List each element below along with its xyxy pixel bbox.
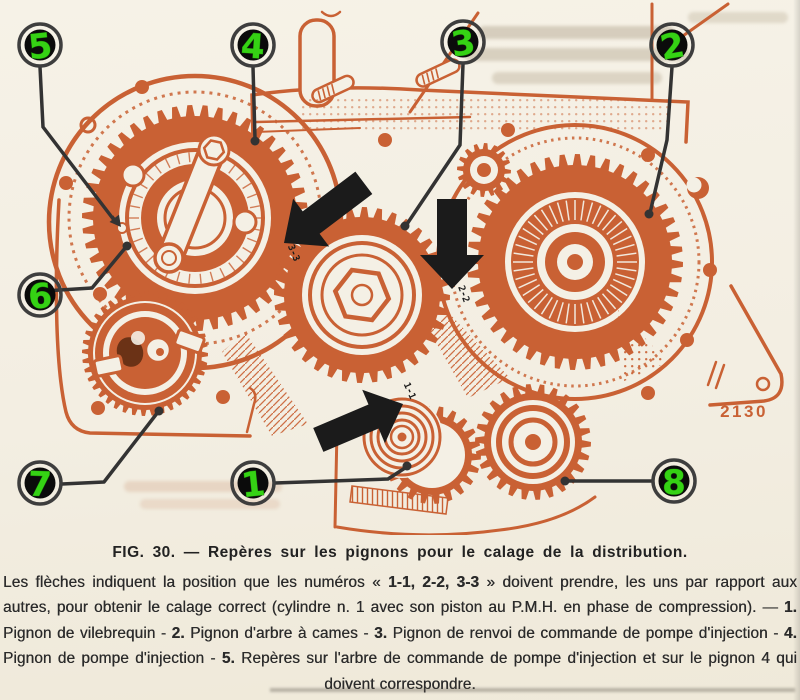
callout-5-marker: 5 [17, 22, 63, 68]
injection-pump-gear [82, 105, 308, 331]
callout-number: 8 [662, 463, 686, 503]
callout-number: 7 [27, 465, 52, 506]
bolt-hole-dot [641, 386, 655, 400]
clamp-tab [92, 354, 125, 378]
timing-mark-label: 2-2 [455, 284, 471, 304]
callout-3-marker: 3 [440, 19, 486, 66]
bolt-hole-dot [641, 148, 655, 162]
fuel-pump-drive-gear [82, 290, 208, 416]
caption-segment: 1. [783, 599, 797, 617]
callout-number: 4 [240, 26, 266, 68]
callout-leader [38, 65, 116, 222]
callout-markers: 1 2 3 4 5 6 7 8 [17, 19, 697, 506]
caption-segment: Pignon de renvoi de commande de pompe d'… [387, 624, 784, 642]
caption-segment: Pignon de vilebrequin - [3, 624, 172, 642]
figure-caption-description: Les flèches indiquent la position que le… [3, 570, 797, 697]
page-bleed-through [124, 481, 282, 492]
callout-leader [251, 65, 257, 141]
caption-segment: Repères sur l'arbre de commande de pompe… [234, 650, 797, 693]
callout-number: 3 [449, 22, 478, 65]
auxiliary-gear [475, 384, 591, 500]
bolt-hole-dot [91, 401, 105, 415]
camshaft-gear [467, 154, 683, 370]
bolt-hole-dot [59, 176, 73, 190]
small-idler-boss [457, 143, 511, 197]
timing-arrow-3-icon [284, 171, 373, 247]
engraving-texture [222, 98, 670, 515]
timing-gear-train [82, 105, 683, 504]
caption-segment: Les flèches indiquent la position que le… [3, 574, 389, 591]
caption-segment: » doivent prendre, les uns par rapport a… [3, 574, 797, 617]
idler-gear [274, 207, 450, 383]
callout-7-marker: 7 [17, 460, 63, 506]
callout-number: 6 [27, 276, 54, 318]
caption-segment: 3. [374, 624, 388, 642]
callout-4-marker: 4 [230, 22, 276, 68]
timing-arrow-1-icon [313, 389, 403, 452]
callout-leader [405, 62, 465, 226]
timing-arrow-2-icon [420, 199, 484, 289]
caption-segment: 2. [171, 624, 185, 642]
bolt-hole-dot [378, 133, 392, 147]
page-bleed-through [492, 72, 662, 84]
figure-part-number: 2130 [720, 402, 768, 421]
bolt-hole-dot [135, 80, 149, 94]
callout-leader [60, 410, 160, 486]
callout-2-marker: 2 [649, 22, 695, 69]
callout-1-marker: 1 [230, 460, 276, 506]
page-bleed-through [464, 48, 690, 61]
bolt-hole-dot [93, 287, 107, 301]
callout-leader [273, 466, 407, 485]
callout-8-marker: 8 [651, 458, 697, 504]
clamp-tab [173, 328, 206, 354]
leader-arrowhead-icon [109, 214, 121, 227]
figure-caption-block: FIG. 30. — Repères sur les pignons pour … [0, 540, 800, 697]
callout-leader-lines [38, 62, 674, 486]
caption-segment: 4. [783, 624, 797, 642]
page-bleed-through [688, 12, 788, 23]
callout-number: 5 [26, 26, 54, 68]
bolt-hole-dot [703, 263, 717, 277]
caption-segment: Pignon d'arbre à cames - [184, 624, 375, 642]
page-bleed-through [140, 499, 280, 509]
callout-number: 1 [239, 464, 267, 506]
page-edge-shadow [270, 688, 795, 692]
callout-leader [648, 65, 674, 215]
figure-caption-title: FIG. 30. — Repères sur les pignons pour … [112, 544, 688, 561]
caption-segment: 1-1, 2-2, 3-3 [388, 574, 480, 591]
bolt-hole-dot [680, 333, 694, 347]
bolt-hole-dot [216, 390, 230, 404]
caption-segment: Pignon de pompe d'injection - [3, 650, 222, 668]
caption-segment: 5. [221, 650, 235, 668]
page-bleed-through [478, 26, 674, 39]
callout-6-marker: 6 [17, 272, 63, 318]
